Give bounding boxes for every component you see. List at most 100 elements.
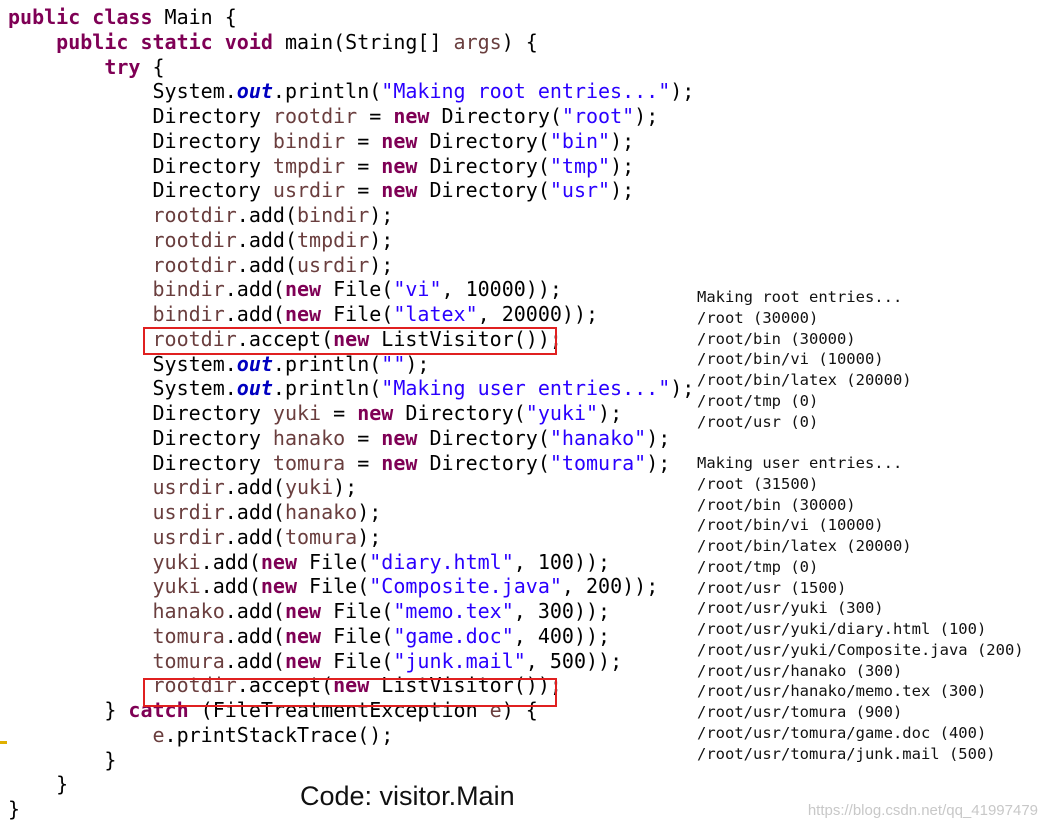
code-token-plain — [8, 30, 56, 54]
code-token-var: tmpdir — [297, 227, 370, 252]
code-token-plain: ListVisitor()); — [369, 326, 562, 351]
code-token-plain: ); — [369, 227, 394, 252]
code-token-plain — [8, 550, 153, 574]
code-token-plain: Directory — [8, 178, 273, 203]
code-token-var: usrdir — [152, 524, 225, 549]
code-token-var: tomura — [152, 648, 225, 673]
code-token-plain: = — [321, 401, 358, 425]
code-token-plain: ); — [646, 425, 671, 450]
code-token-plain: Directory( — [417, 450, 550, 475]
output-line: /root/usr (0) — [697, 412, 819, 431]
code-token-plain: Directory( — [429, 104, 562, 128]
code-token-str: "Making root entries..." — [381, 79, 671, 104]
code-token-plain: , 500)); — [525, 648, 623, 673]
output-line: /root/bin/vi (10000) — [697, 516, 884, 535]
code-token-var: bindir — [152, 277, 225, 302]
code-token-kw: new — [381, 425, 418, 450]
code-token-plain — [8, 525, 153, 549]
code-token-var: rootdir — [152, 673, 237, 698]
code-token-plain: File( — [321, 648, 394, 673]
output-line: Making user entries... — [697, 454, 903, 472]
code-token-var: bindir — [272, 128, 346, 153]
code-token-kw: new — [284, 648, 322, 673]
console-output: Making root entries... /root (30000) /root… — [697, 287, 1024, 764]
code-token-kw: new — [284, 599, 322, 623]
code-token-kw: new — [393, 104, 430, 128]
code-token-plain: .add( — [236, 227, 298, 252]
code-token-plain: = — [345, 128, 382, 153]
code-token-kw: new — [333, 673, 370, 698]
output-line: /root/tmp (0) — [697, 391, 819, 410]
code-token-plain: Directory — [8, 450, 273, 475]
code-token-plain: .add( — [224, 500, 285, 524]
code-token-plain: (FileTreatmentException — [188, 698, 490, 722]
code-token-plain: ); — [405, 351, 430, 376]
code-token-plain: } — [8, 698, 129, 722]
code-token-plain: .printStackTrace(); — [164, 722, 394, 747]
code-token-kw: new — [381, 450, 418, 475]
code-token-var: usrdir — [152, 500, 225, 524]
code-token-plain: Directory( — [417, 425, 550, 450]
code-token-field: out — [236, 376, 273, 401]
code-token-plain: Directory( — [417, 178, 550, 203]
code-token-plain — [8, 253, 153, 277]
code-token-plain: File( — [297, 574, 370, 599]
code-token-plain: File( — [321, 599, 394, 623]
code-token-str: "Composite.java" — [369, 574, 562, 599]
code-token-plain: .add( — [200, 549, 261, 574]
code-token-plain: .println( — [272, 351, 382, 376]
code-token-plain — [8, 624, 153, 648]
watermark: https://blog.csdn.net/qq_41997479 — [807, 802, 1038, 819]
code-token-plain: ); — [369, 203, 394, 227]
code-line: Directory bindir = new Directory("bin"); — [8, 129, 694, 154]
code-token-plain: ); — [634, 104, 659, 128]
code-token-plain: System. — [8, 351, 237, 376]
code-line: tomura.add(new File("game.doc", 400)); — [8, 624, 694, 649]
code-token-plain: , 100)); — [513, 549, 611, 574]
code-token-var: bindir — [152, 302, 225, 326]
code-token-plain: ); — [333, 475, 358, 500]
code-token-plain: ); — [357, 500, 382, 524]
code-token-plain: .add( — [224, 648, 285, 673]
code-line: rootdir.add(usrdir); — [8, 253, 694, 278]
code-token-plain: .add( — [224, 599, 285, 623]
code-token-plain: } — [8, 747, 117, 772]
code-line: System.out.println(""); — [8, 352, 694, 377]
code-token-var: rootdir — [152, 326, 237, 351]
code-token-plain: .println( — [272, 79, 382, 104]
output-line: /root (31500) — [697, 474, 819, 493]
code-token-plain: .add( — [224, 475, 285, 500]
code-token-var: yuki — [152, 574, 201, 599]
code-token-plain: , 200)); — [561, 574, 659, 599]
code-line: Directory tomura = new Directory("tomura… — [8, 451, 694, 476]
code-token-kw: new — [357, 401, 394, 425]
output-line: Making root entries... — [697, 288, 903, 306]
code-token-str: "Making user entries..." — [381, 376, 671, 401]
code-token-var: e — [489, 698, 502, 722]
code-token-var: hanako — [284, 500, 358, 524]
output-line: /root (30000) — [697, 308, 819, 327]
code-token-plain: Directory( — [417, 153, 550, 178]
code-token-plain — [8, 277, 153, 301]
code-token-kw: catch — [128, 698, 189, 722]
code-token-var: hanako — [152, 599, 225, 623]
code-token-plain: Directory — [8, 128, 273, 153]
code-token-kw: new — [381, 153, 418, 178]
code-token-var: bindir — [297, 203, 370, 227]
output-line: /root/bin (30000) — [697, 329, 856, 348]
code-token-plain — [8, 55, 104, 79]
code-token-var: tmpdir — [272, 153, 346, 178]
code-token-plain: File( — [321, 277, 394, 302]
code-token-plain: System. — [8, 79, 237, 104]
code-editor: public class Main { public static void m… — [8, 5, 694, 822]
code-token-plain: ); — [646, 450, 671, 475]
code-line: usrdir.add(yuki); — [8, 475, 694, 500]
code-token-var: tomura — [284, 524, 358, 549]
code-token-str: "latex" — [393, 302, 478, 326]
output-line — [697, 432, 1024, 453]
code-token-plain: Directory — [8, 401, 273, 425]
code-token-plain: , 10000)); — [441, 277, 562, 302]
code-token-plain — [8, 302, 153, 326]
output-line: /root/usr/tomura (900) — [697, 703, 903, 721]
code-token-var: usrdir — [152, 475, 225, 500]
